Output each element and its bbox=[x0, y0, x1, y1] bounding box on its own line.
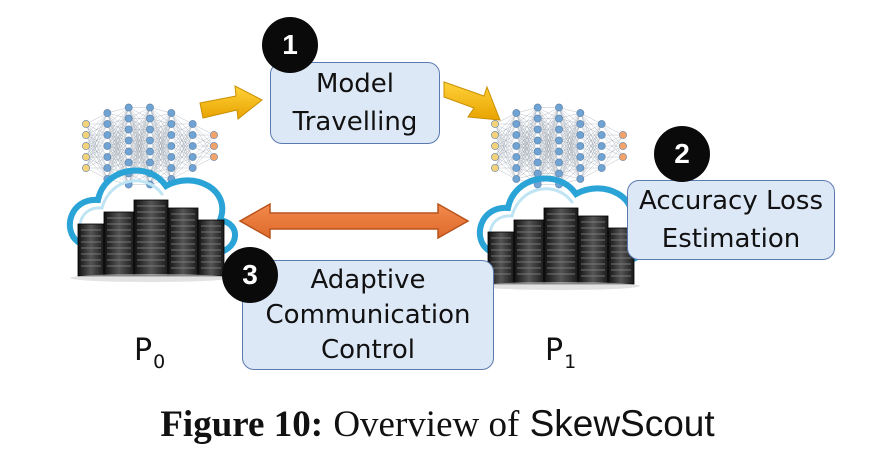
step-1-badge: 1 bbox=[262, 17, 318, 73]
step-3-badge: 3 bbox=[222, 247, 278, 303]
step-3-number: 3 bbox=[242, 259, 258, 290]
step-2-line-2: Estimation bbox=[661, 224, 801, 254]
step-3-line-1: Adaptive bbox=[310, 264, 426, 295]
double-arrow-icon bbox=[238, 202, 470, 240]
cloud-datacenter-icon bbox=[476, 175, 648, 290]
step-2-number: 2 bbox=[674, 138, 690, 169]
step-1-number: 1 bbox=[282, 29, 298, 60]
right-arrow-icon bbox=[443, 81, 501, 121]
accuracy-loss-estimation-box: Accuracy Loss Estimation bbox=[627, 180, 835, 260]
party-p1-subscript: 1 bbox=[564, 351, 577, 373]
adaptive-communication-control-box: Adaptive Communication Control bbox=[242, 260, 494, 370]
party-p0-subscript: 0 bbox=[153, 351, 166, 373]
party-p1-letter: P bbox=[545, 333, 564, 368]
step-1-line-1: Model bbox=[315, 69, 395, 99]
neural-network-icon bbox=[82, 103, 218, 189]
model-travelling-box: Model Travelling bbox=[270, 62, 440, 144]
step-2-badge: 2 bbox=[654, 126, 710, 182]
caption-text: Overview of bbox=[333, 404, 520, 445]
party-p0-letter: P bbox=[134, 333, 153, 368]
cloud-datacenter-icon bbox=[66, 167, 238, 282]
step-2-line-1: Accuracy Loss bbox=[639, 186, 823, 216]
right-arrow-icon bbox=[199, 85, 263, 120]
party-p1-label: P1 bbox=[545, 333, 576, 373]
figure-caption: Figure 10: Overview of SkewScout bbox=[0, 403, 875, 446]
step-1-line-2: Travelling bbox=[292, 107, 418, 137]
party-p0-label: P0 bbox=[134, 333, 165, 373]
step-3-line-3: Control bbox=[321, 334, 415, 365]
diagram-graphics bbox=[66, 81, 648, 290]
caption-system-name: SkewScout bbox=[529, 403, 715, 444]
step-3-line-2: Communication bbox=[265, 299, 471, 330]
caption-label: Figure 10: bbox=[160, 404, 324, 445]
neural-network-icon bbox=[491, 103, 627, 189]
